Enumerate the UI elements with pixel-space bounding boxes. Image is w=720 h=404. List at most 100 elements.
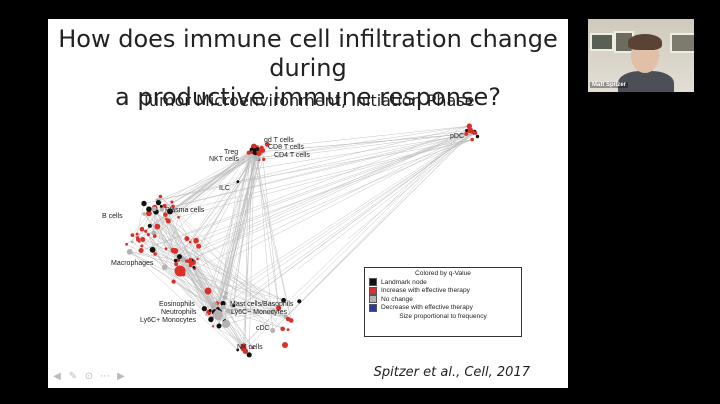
graph-node bbox=[141, 201, 146, 206]
graph-node bbox=[257, 151, 262, 156]
graph-node bbox=[217, 324, 222, 329]
graph-node bbox=[193, 266, 196, 269]
graph-node bbox=[196, 244, 201, 249]
graph-node bbox=[209, 309, 212, 312]
slide-toolbar: ◀ ✎ ⊙ ⋯ ▶ bbox=[51, 371, 127, 383]
graph-node bbox=[146, 206, 152, 212]
legend-swatch-no-change bbox=[369, 295, 377, 303]
graph-node bbox=[131, 233, 135, 237]
label-pdc: pDC bbox=[450, 133, 464, 140]
graph-node bbox=[155, 224, 161, 230]
label-nk-cells: NK cells bbox=[237, 344, 263, 351]
label-ly6c-neg-monocytes: Ly6C− Monocytes bbox=[231, 309, 287, 316]
participant-hair bbox=[628, 34, 662, 50]
legend-swatch-decrease bbox=[369, 304, 377, 312]
legend-title: Colored by q-Value bbox=[369, 270, 517, 277]
label-eosinophils: Eosinophils bbox=[159, 301, 195, 308]
graph-node bbox=[174, 259, 177, 262]
graph-node bbox=[196, 258, 198, 260]
graph-node bbox=[142, 212, 146, 216]
graph-node bbox=[188, 260, 192, 264]
legend-item-landmark: Landmark node bbox=[369, 278, 517, 287]
graph-legend: Colored by q-Value Landmark node Increas… bbox=[364, 267, 522, 337]
graph-node bbox=[270, 328, 275, 333]
graph-node bbox=[174, 262, 178, 266]
arrow-right-icon[interactable]: ▶ bbox=[115, 371, 127, 383]
graph-node bbox=[286, 317, 291, 322]
graph-node bbox=[280, 327, 285, 332]
label-cdc: cDC bbox=[256, 325, 270, 332]
label-plasma-cells: Plasma cells bbox=[165, 207, 205, 214]
graph-node bbox=[262, 158, 265, 161]
graph-node bbox=[166, 219, 171, 224]
label-gd-t-cells: gd T cells bbox=[264, 137, 294, 144]
zoom-icon[interactable]: ⊙ bbox=[83, 371, 95, 383]
graph-node bbox=[160, 205, 163, 208]
graph-node bbox=[189, 241, 192, 244]
graph-node bbox=[193, 238, 199, 244]
graph-node bbox=[162, 265, 168, 271]
label-treg: Treg bbox=[224, 149, 238, 156]
graph-node bbox=[474, 131, 477, 134]
graph-node bbox=[247, 151, 251, 155]
graph-node bbox=[213, 310, 223, 320]
graph-node bbox=[205, 288, 212, 295]
graph-node bbox=[127, 249, 133, 255]
legend-label-landmark: Landmark node bbox=[381, 279, 427, 286]
label-neutrophils: Neutrophils bbox=[161, 309, 197, 316]
graph-node bbox=[236, 180, 239, 183]
graph-edge bbox=[249, 146, 254, 355]
graph-node bbox=[150, 247, 156, 253]
label-ilc: ILC bbox=[219, 185, 230, 192]
graph-node bbox=[172, 280, 176, 284]
graph-node bbox=[144, 230, 147, 233]
graph-edge bbox=[150, 226, 243, 348]
graph-node bbox=[136, 233, 139, 236]
graph-edge bbox=[348, 134, 473, 239]
graph-edge bbox=[254, 148, 291, 321]
graph-node bbox=[140, 227, 145, 232]
graph-node bbox=[221, 305, 226, 310]
label-ly6c-pos-monocytes: Ly6C+ Monocytes bbox=[140, 317, 196, 324]
graph-node bbox=[208, 317, 213, 322]
graph-node bbox=[211, 304, 216, 309]
more-icon[interactable]: ⋯ bbox=[99, 371, 111, 383]
graph-node bbox=[184, 236, 189, 241]
graph-node bbox=[202, 306, 207, 311]
graph-node bbox=[165, 247, 168, 250]
graph-node bbox=[465, 129, 468, 132]
graph-node bbox=[189, 264, 193, 268]
legend-label-increase: Increase with effective therapy bbox=[381, 287, 470, 294]
participant-name: Matt Spitzer bbox=[590, 82, 628, 88]
graph-node bbox=[147, 233, 150, 236]
graph-node bbox=[177, 254, 182, 259]
graph-node bbox=[222, 320, 230, 328]
wall-picture bbox=[670, 33, 694, 53]
legend-item-no-change: No change bbox=[369, 295, 517, 304]
graph-node bbox=[226, 309, 231, 314]
legend-item-decrease: Decrease with effective therapy bbox=[369, 304, 517, 313]
label-cd8-t-cells: CD8 T cells bbox=[268, 144, 304, 151]
graph-node bbox=[139, 248, 144, 253]
participant-video[interactable]: Matt Spitzer bbox=[588, 19, 694, 92]
graph-node bbox=[170, 201, 173, 204]
arrow-left-icon[interactable]: ◀ bbox=[51, 371, 63, 383]
legend-note: Size proportional to frequency bbox=[369, 313, 517, 320]
graph-node bbox=[125, 243, 128, 246]
graph-node bbox=[476, 135, 479, 138]
legend-item-increase: Increase with effective therapy bbox=[369, 287, 517, 296]
slide-citation: Spitzer et al., Cell, 2017 bbox=[374, 365, 530, 380]
graph-node bbox=[260, 146, 264, 150]
graph-node bbox=[138, 240, 141, 243]
graph-node bbox=[470, 138, 474, 142]
label-cd4-t-cells: CD4 T cells bbox=[274, 152, 310, 159]
graph-node bbox=[252, 144, 257, 149]
pen-icon[interactable]: ✎ bbox=[67, 371, 79, 383]
graph-node bbox=[136, 236, 139, 239]
graph-node bbox=[131, 241, 134, 244]
label-b-cells: B cells bbox=[102, 213, 123, 220]
presentation-slide: How does immune cell infiltration change… bbox=[48, 19, 568, 388]
graph-node bbox=[140, 245, 143, 248]
graph-node bbox=[185, 259, 189, 263]
graph-edge bbox=[217, 146, 254, 310]
